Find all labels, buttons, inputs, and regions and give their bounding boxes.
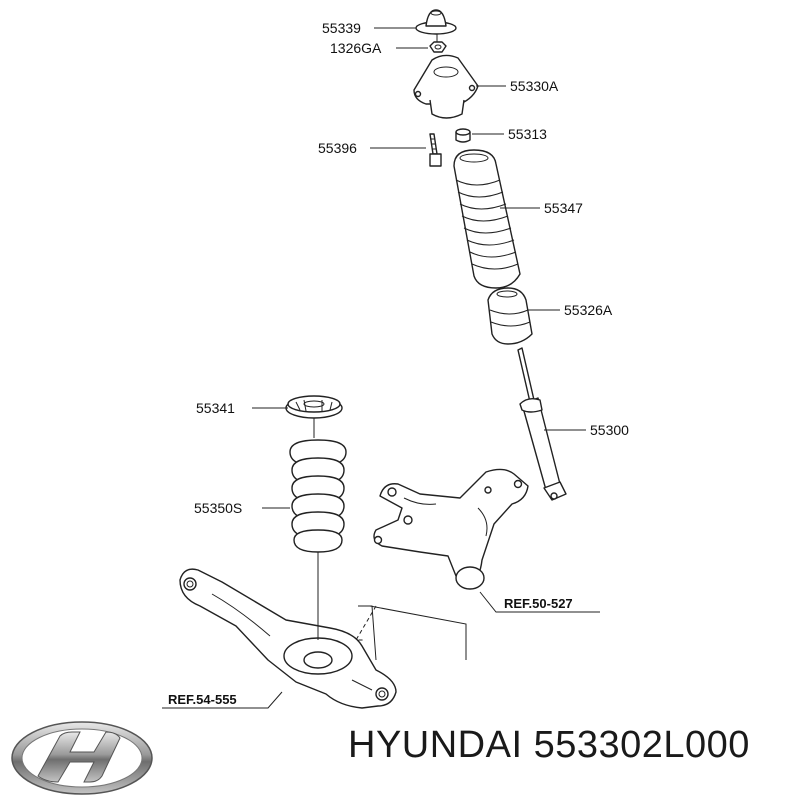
brand-name: HYUNDAI [348,724,523,766]
part-55350S-coil-spring [289,439,347,553]
part-55339-cap [415,9,457,35]
part-55330A-mount [413,54,479,119]
label-55341: 55341 [196,400,235,416]
label-55396: 55396 [318,140,357,156]
part-caption: HYUNDAI 553302L000 [348,724,750,767]
label-55313: 55313 [508,126,547,142]
leader-lines [162,27,600,709]
assembly-lines [313,34,467,661]
part-1326GA-nut [429,41,447,53]
label-55339: 55339 [322,20,361,36]
part-55300-shock-absorber [517,347,567,501]
lower-control-arm [179,568,397,709]
part-55341-spring-pad [285,395,343,419]
part-number: 553302L000 [533,724,750,766]
part-55313-bushing [455,128,471,143]
label-55347: 55347 [544,200,583,216]
label-ref-50-527: REF.50-527 [504,596,573,611]
part-55326A-bump-stop [487,287,533,345]
hyundai-logo-icon [11,721,153,795]
label-ref-54-555: REF.54-555 [168,692,237,707]
label-55326A: 55326A [564,302,613,318]
label-55350S: 55350S [194,500,242,516]
label-1326GA: 1326GA [330,40,382,56]
label-55300: 55300 [590,422,629,438]
part-55396-bolt [429,133,442,167]
part-55347-dust-boot [453,149,521,289]
knuckle-assembly [373,468,529,590]
label-55330A: 55330A [510,78,559,94]
